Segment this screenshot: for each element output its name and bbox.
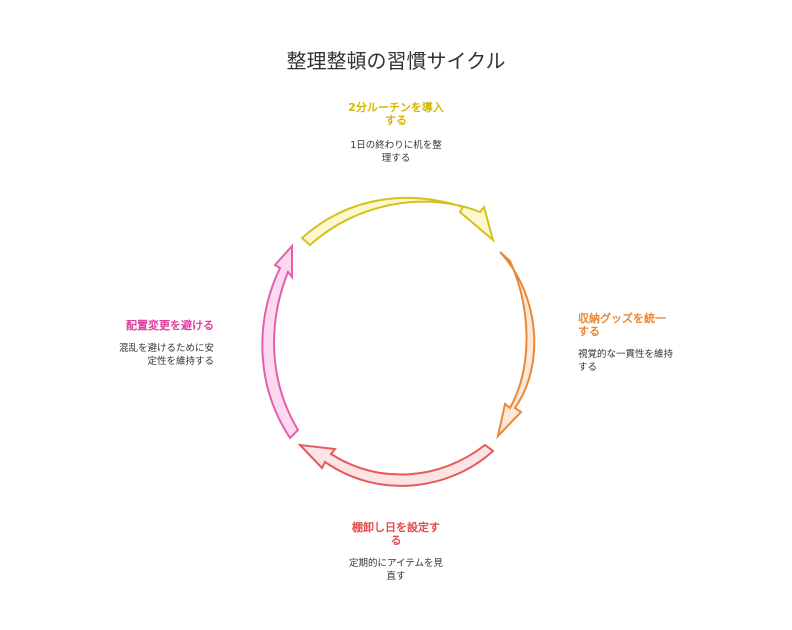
step-1-title-line-2: する <box>385 114 407 127</box>
step-1-title: 2分ルーチンを導入 する <box>322 101 470 127</box>
step-1-description: 1日の終わりに机を整 理する <box>326 139 466 165</box>
step-3-description: 定期的にアイテムを見 直す <box>326 557 466 583</box>
step-3-desc-line-1: 定期的にアイテムを見 <box>348 558 444 569</box>
step-1-desc-line-1: 1日の終わりに机を整 <box>350 140 442 151</box>
step-3-title-line-2: る <box>390 534 402 547</box>
step-2-title: 収納グッズを統一 する <box>578 312 698 338</box>
step-2-desc-line-1: 視覚的な一貫性を維持 <box>578 349 674 360</box>
step-4-description: 混乱を避けるために安 定性を維持する <box>94 342 214 368</box>
step-2-description: 視覚的な一貫性を維持 する <box>578 348 698 374</box>
step-2-desc-line-2: する <box>578 362 598 373</box>
step-4-desc-line-2: 定性を維持する <box>147 356 214 367</box>
step-4-desc-line-1: 混乱を避けるために安 <box>118 343 214 354</box>
step-1-desc-line-2: 理する <box>381 153 411 164</box>
step-3-desc-line-2: 直す <box>386 571 406 582</box>
step-4-title-line-1: 配置変更を避ける <box>126 319 214 332</box>
step-2-title-line-1: 収納グッズを統一 <box>578 312 666 325</box>
arrow-step-1 <box>300 196 495 247</box>
step-3-title-line-1: 棚卸し日を設定す <box>352 521 440 534</box>
diagram-title: 整理整頓の習慣サイクル <box>286 49 506 73</box>
step-2-title-line-2: する <box>578 325 600 338</box>
arrow-step-2 <box>496 251 536 440</box>
arrow-step-4 <box>261 243 300 440</box>
arrow-step-3 <box>297 443 495 487</box>
step-4-title: 配置変更を避ける <box>94 319 214 332</box>
step-1-title-line-1: 2分ルーチンを導入 <box>348 101 444 114</box>
step-3-title: 棚卸し日を設定す る <box>326 521 466 547</box>
